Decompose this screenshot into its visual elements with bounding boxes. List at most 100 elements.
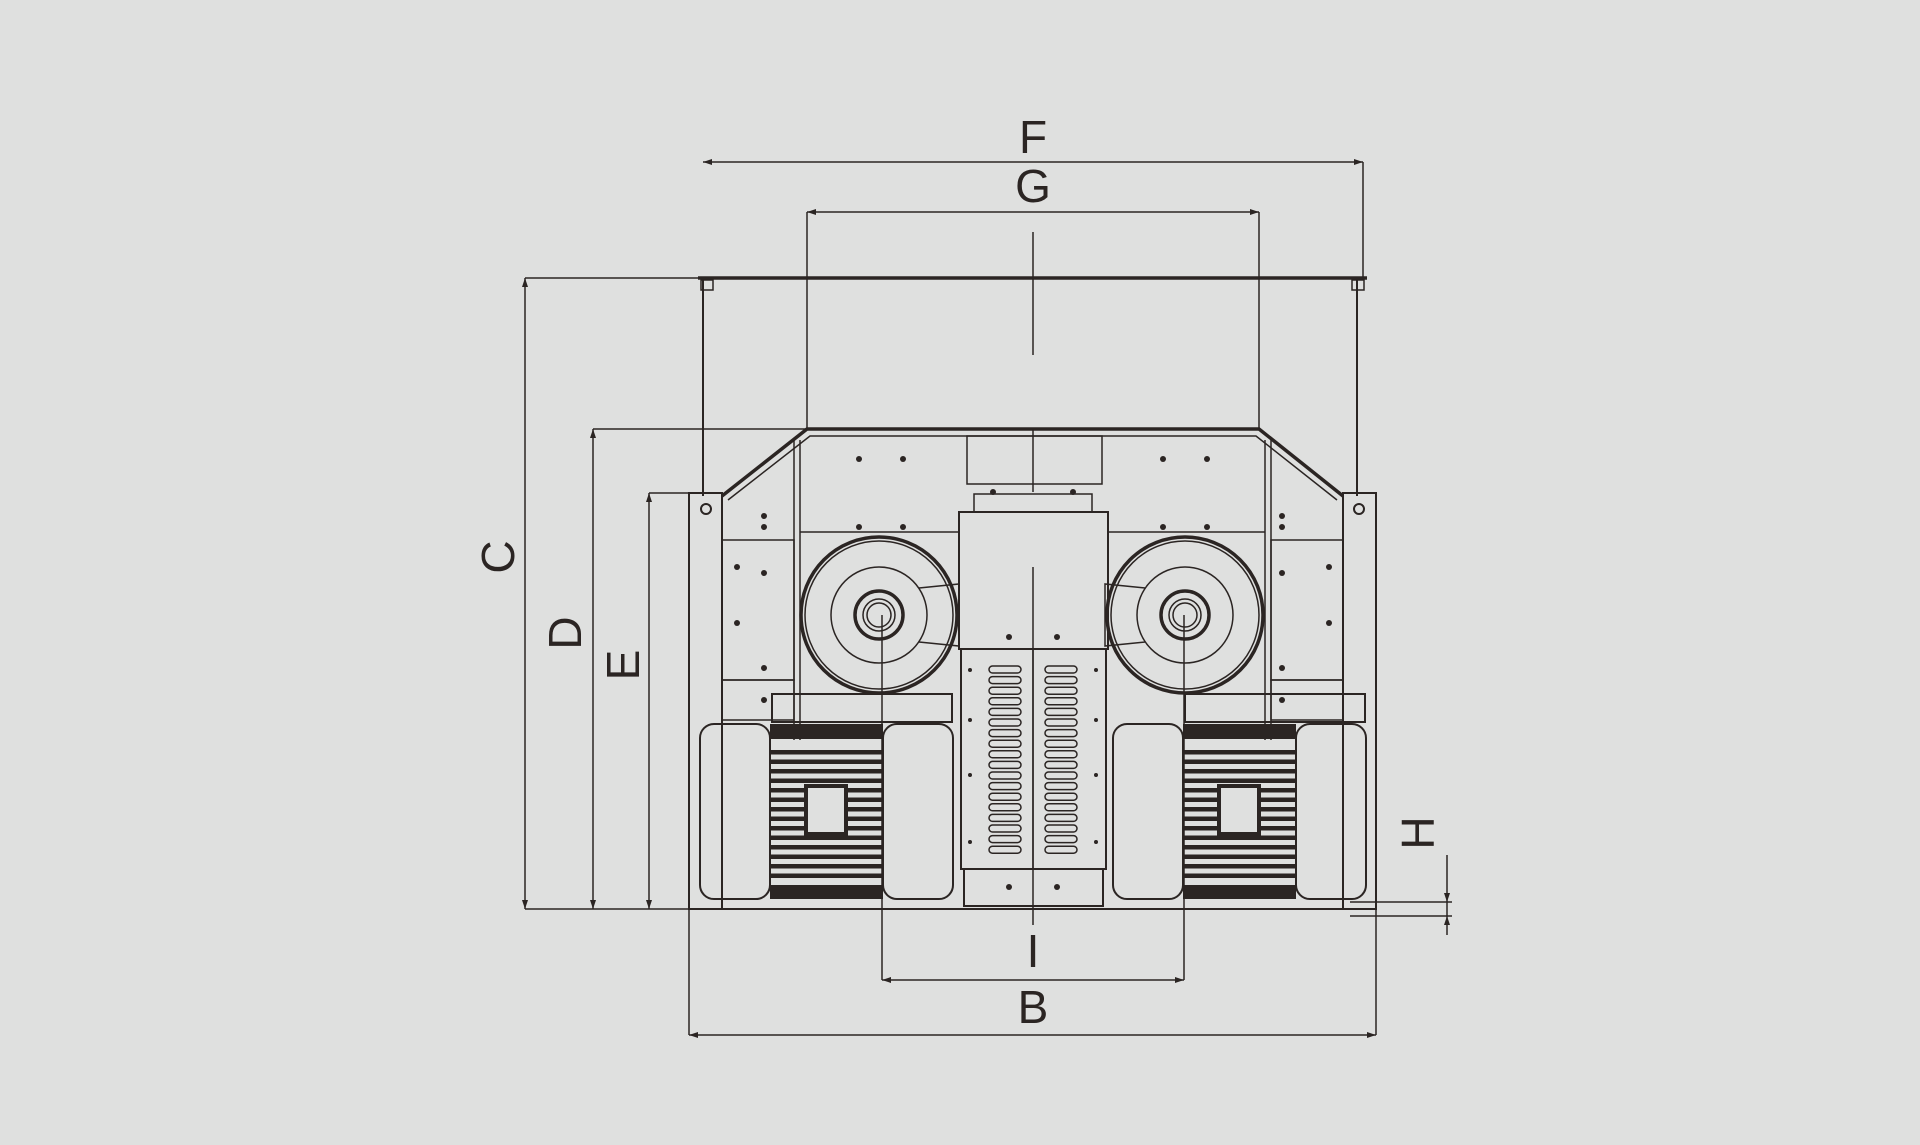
vent-slot — [1044, 739, 1078, 748]
dim-label-c: C — [472, 540, 524, 573]
drum-bracket — [1104, 583, 1146, 647]
rope-drum — [799, 535, 959, 695]
motor-fin — [770, 835, 883, 840]
vent-slot — [1044, 707, 1078, 717]
bolt — [761, 697, 767, 703]
arrowhead — [807, 209, 816, 215]
vent-slot — [1044, 686, 1078, 695]
bolt — [1094, 773, 1098, 777]
vent-slot — [1044, 771, 1078, 780]
bolt — [1006, 634, 1012, 640]
arrowhead — [590, 429, 596, 438]
arrowhead — [1250, 209, 1259, 215]
vent-slot — [1044, 728, 1078, 738]
motor-base — [771, 693, 953, 723]
arrowhead — [1175, 977, 1184, 983]
vent-slot — [1044, 845, 1078, 854]
bearing — [853, 589, 905, 641]
vent-slot — [988, 813, 1022, 823]
motor-fin — [770, 854, 883, 859]
vent-slot — [1044, 781, 1078, 791]
motor-fin — [1183, 873, 1296, 878]
bolt — [761, 665, 767, 671]
motor-fin — [770, 750, 883, 755]
vent-slot — [1044, 834, 1078, 844]
left-post — [688, 492, 723, 910]
arrowhead — [646, 900, 652, 909]
dim-label-g: G — [1015, 160, 1051, 212]
bolt — [1094, 668, 1098, 672]
dim-label-h: H — [1392, 816, 1444, 849]
vent-slot — [988, 750, 1022, 759]
motor-fin — [770, 759, 883, 764]
bolt — [856, 524, 862, 530]
terminal-box — [1217, 784, 1261, 836]
motor-fin — [1183, 769, 1296, 774]
vent-slot — [988, 728, 1022, 738]
bolt — [990, 489, 996, 495]
motor-fin — [1183, 854, 1296, 859]
bolt — [900, 524, 906, 530]
dim-label-d: D — [539, 616, 591, 649]
motor-fin — [1183, 885, 1296, 899]
shaft — [1168, 598, 1202, 632]
motor-fin — [770, 724, 883, 739]
arrowhead — [1354, 159, 1363, 165]
vent-slot — [1044, 824, 1078, 833]
bolt — [968, 840, 972, 844]
arrowhead — [590, 900, 596, 909]
bolt — [1279, 524, 1285, 530]
bolt — [1006, 884, 1012, 890]
vent-slot — [988, 739, 1022, 748]
bolt — [734, 564, 740, 570]
motor-fin — [1183, 864, 1296, 869]
motor-base — [1184, 693, 1366, 723]
motor-fin — [770, 864, 883, 869]
vent-slot — [1044, 792, 1078, 801]
bolt — [968, 718, 972, 722]
shaft-core — [1172, 602, 1198, 628]
bolt — [968, 668, 972, 672]
vent-slot — [988, 707, 1022, 717]
bolt — [1054, 884, 1060, 890]
arrowhead — [1444, 893, 1450, 902]
dim-label-e: E — [597, 650, 649, 681]
bolt — [856, 456, 862, 462]
arrowhead — [1444, 916, 1450, 925]
bearing — [1159, 589, 1211, 641]
vent-slot — [988, 675, 1022, 685]
dim-label-b: B — [1018, 981, 1049, 1033]
bolt — [1279, 665, 1285, 671]
arrowhead — [1367, 1032, 1376, 1038]
vent-slot — [988, 760, 1022, 770]
bolt — [900, 456, 906, 462]
motor-fan — [1112, 723, 1184, 900]
motor-endcap — [1295, 723, 1367, 900]
bolt — [734, 620, 740, 626]
bolt — [1094, 718, 1098, 722]
motor-fin — [770, 845, 883, 850]
drum-hub — [830, 566, 928, 664]
motor-fin — [1183, 759, 1296, 764]
drum-hub — [1136, 566, 1234, 664]
motor-fin — [770, 885, 883, 899]
bolt — [1326, 620, 1332, 626]
shaft — [862, 598, 896, 632]
motor-fin — [1183, 778, 1296, 783]
bolt — [761, 524, 767, 530]
bolt — [1160, 524, 1166, 530]
vent-slot — [988, 686, 1022, 695]
rope-drum — [1105, 535, 1265, 695]
bolt — [1204, 456, 1210, 462]
vent-slot — [988, 771, 1022, 780]
drum-inner — [804, 540, 954, 690]
vent-slot — [1044, 718, 1078, 727]
vent-slot — [1044, 760, 1078, 770]
dimension-lines — [522, 159, 1452, 1038]
drum-bracket — [918, 583, 960, 647]
motor-fan — [882, 723, 954, 900]
shaft-core — [866, 602, 892, 628]
bolt — [968, 773, 972, 777]
vent-slot — [988, 718, 1022, 727]
